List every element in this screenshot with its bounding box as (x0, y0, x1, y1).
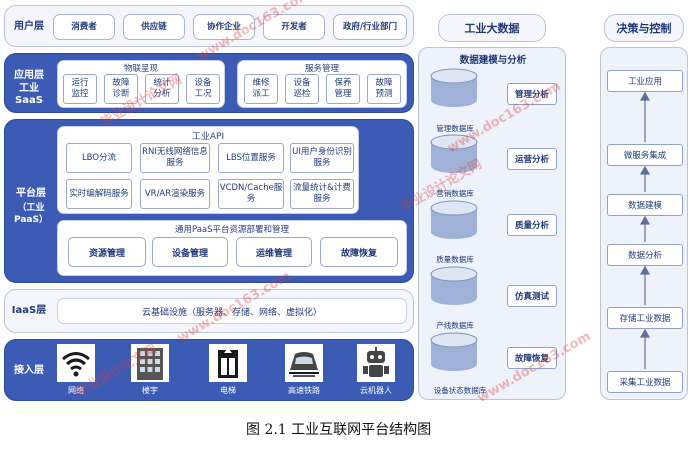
decision-column: 工业应用 微服务集成 数据建模 数据分析 存储工业数据 采集工业数据 (600, 47, 688, 400)
user-item-government[interactable]: 政府/行业部门 (333, 14, 407, 40)
user-item-supply-chain[interactable]: 供应链 (123, 14, 185, 40)
api-item-ui[interactable]: UI用户身份识别服务 (290, 143, 354, 173)
app-layer-label-1: 应用层 (14, 70, 44, 81)
api-item-vcdn[interactable]: VCDN/Cache服务 (218, 179, 284, 209)
user-item-developer[interactable]: 开发者 (263, 14, 325, 40)
platform-layer-label-1: 平台层 (16, 188, 46, 199)
decision-item-collection[interactable]: 采集工业数据 (607, 371, 683, 393)
analysis-simulation[interactable]: 仿真测试 (507, 285, 557, 307)
iot-item-diagnosis[interactable]: 故障 诊断 (104, 74, 138, 104)
user-item-partner[interactable]: 协作企业 (193, 14, 255, 40)
decision-item-app[interactable]: 工业应用 (607, 70, 683, 92)
service-panel: 服务管理 维修 派工 设备 巡检 保养 管理 故障 预测 (237, 60, 407, 108)
api-panel-title: 工业API (191, 132, 225, 142)
resource-item-recovery[interactable]: 故障恢复 (320, 237, 398, 267)
service-item-dispatch[interactable]: 维修 派工 (244, 74, 278, 104)
database-icon (430, 332, 478, 371)
analysis-management[interactable]: 管理分析 (507, 83, 557, 105)
database-icon (430, 68, 478, 107)
app-layer-label-2: 工业SaaS (15, 83, 43, 106)
iot-item-monitor[interactable]: 运行 监控 (63, 74, 97, 104)
platform-layer-label-2: （工业PaaS） (14, 203, 48, 225)
access-layer-label: 接入层 (14, 365, 44, 376)
access-label-network: 网络 (68, 386, 84, 395)
database-icon (430, 266, 478, 305)
robot-icon (357, 344, 395, 382)
figure-caption: 图 2.1 工业互联网平台结构图 (246, 422, 432, 438)
db-label-management: 管理数据库 (436, 124, 474, 133)
arrow-up-icon (639, 91, 651, 369)
user-layer: 用户层 消费者 供应链 协作企业 开发者 政府/行业部门 (4, 5, 414, 47)
iot-item-statistics[interactable]: 统计 分析 (145, 74, 179, 104)
api-item-billing[interactable]: 流量统计&计费服务 (290, 179, 354, 209)
iaas-layer: IaaS层 云基础设施（服务器、存储、网络、虚拟化） (4, 289, 414, 333)
decision-header: 决策与控制 (604, 14, 684, 42)
elevator-icon (209, 344, 247, 382)
big-data-column: 数据建模与分析 管理数据库 管理分析 营销数据库 运营分析 质量数据库 质量分析… (418, 47, 566, 400)
decision-item-modeling[interactable]: 数据建模 (607, 194, 683, 216)
service-item-inspection[interactable]: 设备 巡检 (285, 74, 319, 104)
resource-panel: 通用PaaS平台资源部署和管理 资源管理 设备管理 运维管理 故障恢复 (57, 220, 407, 276)
access-layer: 接入层 网络 楼宇 电梯 (4, 339, 414, 401)
db-label-device-status: 设备状态数据库 (433, 386, 487, 395)
iot-panel: 物联呈现 运行 监控 故障 诊断 统计 分析 设备 工况 (57, 60, 225, 108)
api-item-codec[interactable]: 实时编解码服务 (66, 179, 132, 209)
api-item-lbo[interactable]: LBO分流 (66, 143, 132, 173)
database-icon (430, 134, 478, 173)
iaas-content-box: 云基础设施（服务器、存储、网络、虚拟化） (57, 298, 407, 324)
access-label-railway: 高速铁路 (288, 386, 320, 395)
api-panel: 工业API LBO分流 RNI无线网络信息服务 LBS位置服务 UI用户身份识别… (57, 126, 359, 214)
db-label-marketing: 营销数据库 (436, 189, 474, 198)
service-item-prediction[interactable]: 故障 预测 (367, 74, 401, 104)
big-data-title: 数据建模与分析 (459, 55, 527, 66)
resource-item-resource[interactable]: 资源管理 (68, 237, 146, 267)
iot-panel-title: 物联呈现 (123, 64, 158, 74)
service-item-maintenance[interactable]: 保养 管理 (326, 74, 360, 104)
resource-item-ops[interactable]: 运维管理 (236, 237, 312, 267)
service-panel-title: 服务管理 (304, 64, 339, 74)
access-label-robot: 云机器人 (360, 386, 392, 395)
analysis-operations[interactable]: 运营分析 (507, 148, 557, 170)
resource-item-device[interactable]: 设备管理 (152, 237, 228, 267)
app-layer: 应用层 工业SaaS 物联呈现 运行 监控 故障 诊断 统计 分析 设备 工况 … (4, 53, 414, 113)
decision-item-analysis[interactable]: 数据分析 (607, 244, 683, 266)
user-item-consumer[interactable]: 消费者 (53, 14, 115, 40)
decision-item-storage[interactable]: 存储工业数据 (607, 307, 683, 329)
api-item-lbs[interactable]: LBS位置服务 (218, 143, 284, 173)
iaas-layer-label: IaaS层 (11, 305, 47, 316)
wifi-icon (57, 344, 95, 382)
db-label-production: 产线数据库 (436, 321, 474, 330)
iaas-content: 云基础设施（服务器、存储、网络、虚拟化） (141, 307, 322, 318)
api-item-rni[interactable]: RNI无线网络信息服务 (140, 143, 210, 173)
decision-item-microservice[interactable]: 微服务集成 (607, 144, 683, 166)
building-icon (131, 344, 169, 382)
analysis-quality[interactable]: 质量分析 (507, 214, 557, 236)
big-data-header: 工业大数据 (438, 14, 546, 42)
train-icon (285, 344, 323, 382)
platform-layer: 平台层 （工业PaaS） 工业API LBO分流 RNI无线网络信息服务 LBS… (4, 119, 414, 283)
resource-panel-title: 通用PaaS平台资源部署和管理 (174, 225, 290, 235)
analysis-recovery[interactable]: 故障恢复 (507, 347, 557, 369)
access-label-elevator: 电梯 (220, 386, 236, 395)
user-layer-label: 用户层 (14, 21, 44, 32)
api-item-vrar[interactable]: VR/AR渲染服务 (140, 179, 210, 209)
iot-item-condition[interactable]: 设备 工况 (186, 74, 220, 104)
database-icon (430, 200, 478, 239)
db-label-quality: 质量数据库 (436, 255, 474, 264)
access-label-building: 楼宇 (142, 386, 158, 395)
